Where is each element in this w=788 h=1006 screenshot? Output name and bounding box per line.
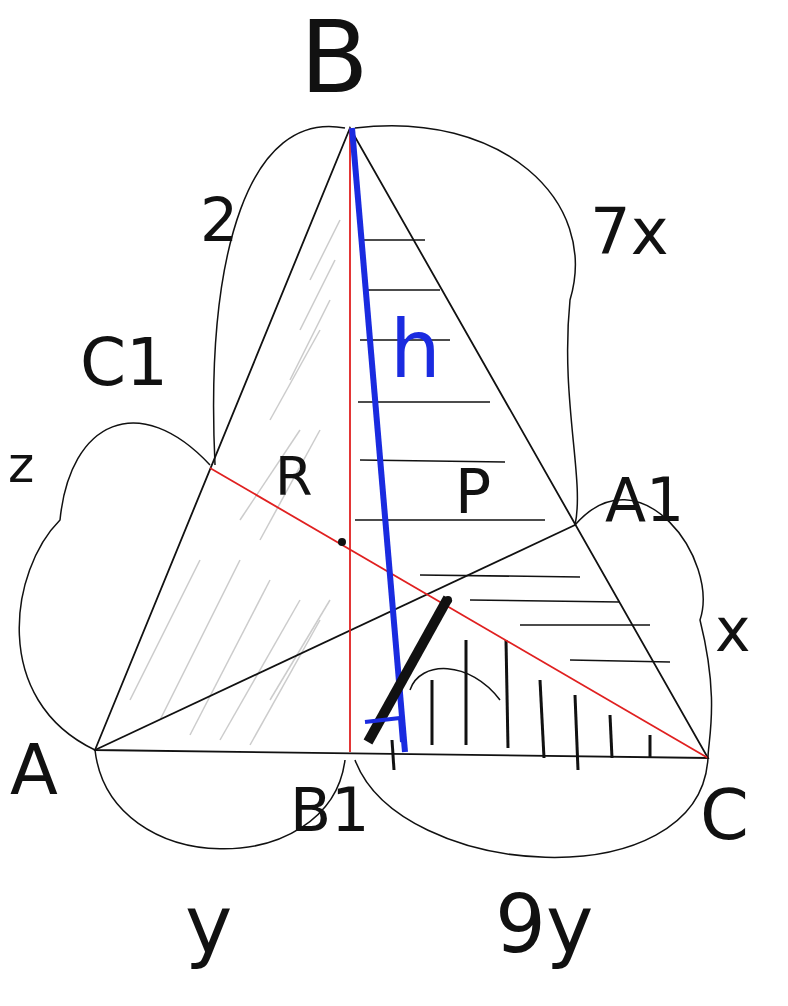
point-label: B1	[290, 780, 369, 840]
point-label: 2	[200, 190, 238, 250]
point-label: C	[700, 780, 749, 850]
point-label: y	[185, 885, 232, 965]
point-label: h	[390, 310, 441, 390]
point-label: A	[10, 735, 58, 805]
point-label: P	[455, 462, 491, 522]
hatch-lines	[355, 240, 670, 662]
triangle	[95, 128, 708, 758]
point-label: B	[300, 8, 369, 108]
right-angle-mark	[365, 718, 402, 742]
point-label: R	[275, 450, 313, 504]
points	[338, 538, 452, 604]
point-label: 9y	[495, 885, 593, 965]
point-label: z	[8, 440, 34, 490]
point-label: 7x	[590, 200, 669, 264]
point-label: A1	[605, 470, 684, 530]
blue-line	[352, 128, 405, 752]
point-label: C1	[80, 330, 168, 396]
red-lines	[210, 128, 708, 758]
point-label: x	[715, 600, 751, 660]
brackets	[19, 126, 711, 858]
hatch-vertical	[392, 640, 650, 770]
